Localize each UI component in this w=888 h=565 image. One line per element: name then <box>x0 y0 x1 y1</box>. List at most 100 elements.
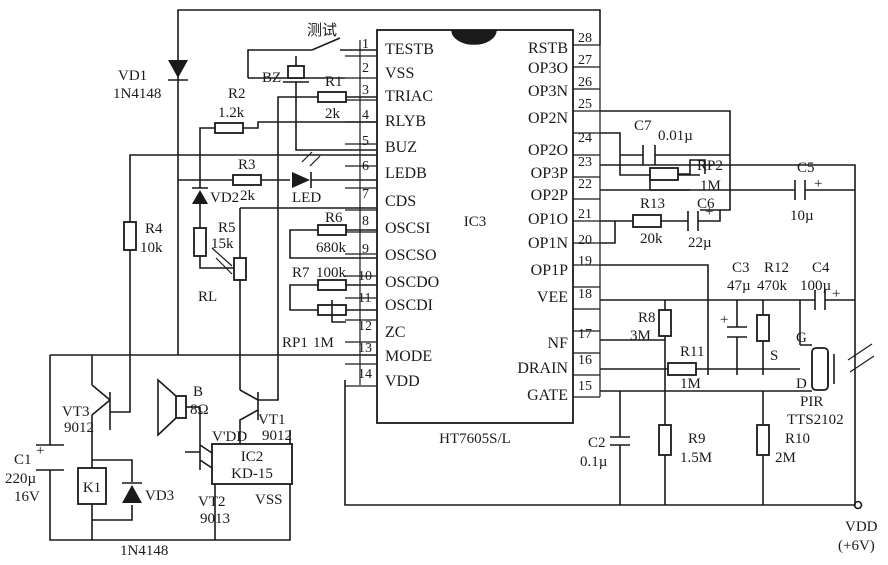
c2-ref: C2 <box>588 435 606 451</box>
pin-number: 6 <box>362 159 369 174</box>
r1-ref: R1 <box>325 74 343 90</box>
c4-ref: C4 <box>812 260 830 276</box>
k1-vd3 <box>77 455 142 540</box>
r8-val: 3M <box>630 328 651 344</box>
pin-name: OP3P <box>531 165 568 182</box>
pir-part: TTS2102 <box>787 412 844 428</box>
c5-capacitor <box>600 180 855 200</box>
pin-number: 11 <box>358 291 371 306</box>
pin-name: VDD <box>385 373 420 390</box>
r2-resistor <box>199 121 377 180</box>
c5-plus: + <box>814 176 822 192</box>
vt2-ref: VT2 <box>198 494 226 510</box>
ic3-name: IC3 <box>464 214 487 230</box>
r5-val: 15k <box>211 236 234 252</box>
pin-number: 15 <box>578 379 592 394</box>
c5-val: 10µ <box>790 208 814 224</box>
pin-name: OP1P <box>531 262 568 279</box>
pin-name: OSCSO <box>385 247 437 264</box>
r13-ref: R13 <box>640 196 665 212</box>
r4-resistor <box>123 221 137 251</box>
r11-val: 1M <box>680 376 701 392</box>
r4-ref: R4 <box>145 221 163 237</box>
pin-name: OP1N <box>528 235 568 252</box>
r12-ref: R12 <box>764 260 789 276</box>
led-label: LED <box>292 190 321 206</box>
r7-ref: R7 <box>292 265 310 281</box>
g-label: G <box>796 330 807 346</box>
ic3-left-pin-numbers: 1 2 3 4 5 6 7 8 9 10 11 12 13 14 <box>358 37 372 382</box>
ic3-right-pin-numbers: 28 27 26 25 24 23 22 21 20 19 18 17 16 1… <box>578 31 592 394</box>
pin-name: GATE <box>527 387 568 404</box>
pin-number: 25 <box>578 97 592 112</box>
ic3-part: HT7605S/L <box>439 431 511 447</box>
c4-val: 100µ <box>800 278 832 294</box>
bz-buzzer <box>283 56 377 151</box>
pin-number: 14 <box>358 367 372 382</box>
c4-plus: + <box>832 286 840 302</box>
c6-ref: C6 <box>697 196 715 212</box>
ic3-chip <box>376 29 574 424</box>
r10-val: 2M <box>775 450 796 466</box>
vt3-transistor <box>91 355 131 455</box>
r13-val: 20k <box>640 231 663 247</box>
vd3-part: 1N4148 <box>120 543 168 559</box>
k1-ref: K1 <box>83 480 101 496</box>
pin-name: OSCSI <box>385 220 430 237</box>
vt2-part: 9013 <box>200 511 230 527</box>
vdd-prime-label: V'DD <box>212 429 247 445</box>
d-label: D <box>796 376 807 392</box>
vt1-ref: VT1 <box>258 412 286 428</box>
pin-number: 21 <box>578 207 592 222</box>
r13-c6 <box>600 210 721 244</box>
ic3-right-pin-names: RSTB OP3O OP3N OP2N OP2O OP3P OP2P OP1O … <box>517 40 568 404</box>
r8-ref: R8 <box>638 310 656 326</box>
r10-ref: R10 <box>785 431 810 447</box>
c7-ref: C7 <box>634 118 652 134</box>
vee-network <box>600 264 855 375</box>
pin-name: OP2N <box>528 110 568 127</box>
rp1-val: 1M <box>313 335 334 351</box>
pin-number: 19 <box>578 254 592 269</box>
vd2-diode <box>192 180 208 220</box>
pin-name: CDS <box>385 193 416 210</box>
c6-plus: + <box>705 204 713 220</box>
c5-ref: C5 <box>797 160 815 176</box>
pin-name: TRIAC <box>385 88 433 105</box>
vd1-part: 1N4148 <box>113 86 161 102</box>
vd3-ref: VD3 <box>145 488 174 504</box>
vt3-part: 9012 <box>64 420 94 436</box>
c3-val: 47µ <box>727 278 751 294</box>
pin-number: 8 <box>362 214 369 229</box>
pin-number: 4 <box>362 108 369 123</box>
c3-ref: C3 <box>732 260 750 276</box>
pin-name: MODE <box>385 348 432 365</box>
c7-val: 0.01µ <box>658 128 693 144</box>
op2-network <box>600 110 731 211</box>
vdd-out-label: VDD <box>845 519 878 535</box>
speaker-b <box>157 378 200 437</box>
pin-number: 20 <box>578 233 592 248</box>
pin-number: 7 <box>362 187 369 202</box>
c1-volt: 16V <box>14 489 40 505</box>
vd1-ref: VD1 <box>118 68 147 84</box>
r12-val: 470k <box>757 278 788 294</box>
c3-plus: + <box>720 312 728 328</box>
vt2-transistor <box>185 407 216 540</box>
pin-name: OSCDI <box>385 297 433 314</box>
c1-ref: C1 <box>14 452 32 468</box>
ic2-part: KD-15 <box>231 466 273 482</box>
rl-label: RL <box>198 289 217 305</box>
gate-network <box>600 390 800 505</box>
pin-number: 1 <box>362 37 369 52</box>
top-wiring <box>177 9 601 355</box>
c2-val: 0.1µ <box>580 454 608 470</box>
c1-capacitor <box>36 444 64 471</box>
vt1-transistor <box>239 300 279 444</box>
r4-val: 10k <box>140 240 163 256</box>
r6-val: 680k <box>316 240 347 256</box>
pin-name: OP3N <box>528 83 568 100</box>
ic2-vss: VSS <box>255 492 283 508</box>
pin-name: LEDB <box>385 165 427 182</box>
r2-val: 1.2k <box>218 105 245 121</box>
